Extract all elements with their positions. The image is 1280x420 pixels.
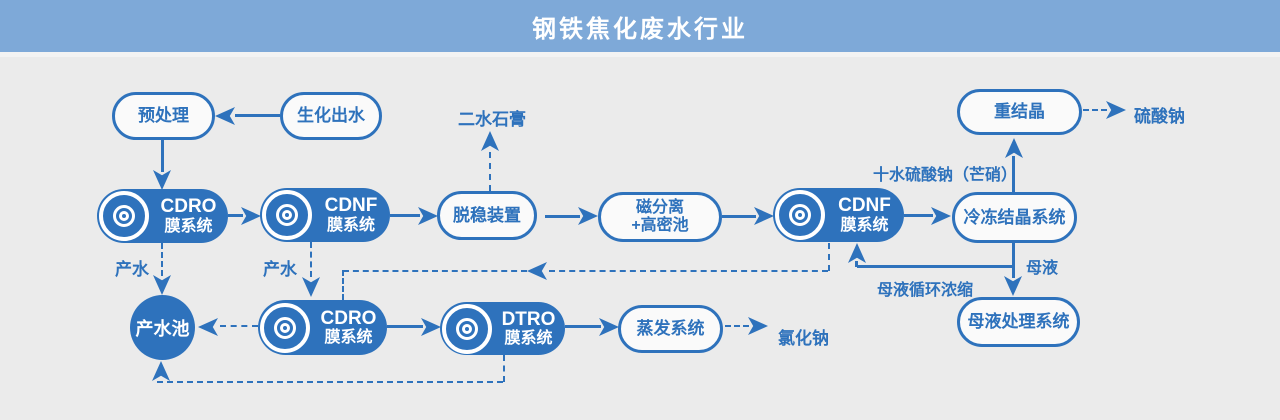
label-product-water-2: 产水	[263, 260, 297, 279]
arrowhead-right	[241, 207, 261, 225]
header-divider	[0, 52, 1280, 57]
node-cdro-2-label: CDRO 膜系统	[320, 307, 377, 347]
dashed-cdro2-to-pool	[220, 325, 258, 327]
node-recrystallization-label: 重结晶	[994, 102, 1045, 122]
membrane-disc-icon	[262, 190, 312, 240]
node-bio-effluent-label: 生化出水	[297, 106, 365, 126]
arrowhead-up	[1005, 138, 1023, 158]
node-cdnf-1-label: CDNF 膜系统	[324, 195, 378, 234]
arrowhead-right	[931, 207, 951, 225]
node-mother-liquor-system-label: 母液处理系统	[967, 312, 1070, 332]
arrowhead-down	[153, 170, 171, 190]
dashed-evaporation-to-sodium-chloride	[725, 325, 749, 327]
arrowhead-down	[302, 277, 320, 297]
arrowhead-right	[754, 207, 774, 225]
node-cdro-membrane-2: CDRO 膜系统	[258, 300, 387, 355]
arrow-cdnf1-to-destabilizer	[390, 214, 420, 217]
membrane-disc-icon	[442, 303, 492, 354]
node-product-water-pool: 产水池	[130, 295, 195, 360]
arrowhead-up	[152, 361, 170, 381]
node-evaporation: 蒸发系统	[618, 305, 723, 353]
dashed-cdnf2-return-left-1	[343, 270, 527, 272]
arrowhead-right	[599, 318, 619, 336]
node-destabilizer-label: 脱稳装置	[453, 205, 521, 225]
node-cdnf-2-label: CDNF 膜系统	[838, 195, 891, 234]
arrowhead-down	[153, 275, 171, 295]
arrowhead-up	[481, 131, 499, 151]
node-evaporation-label: 蒸发系统	[636, 319, 705, 339]
arrow-freeze-to-mother-liquor-system	[1012, 243, 1015, 278]
arrow-dtro-to-evaporation	[565, 325, 601, 328]
membrane-disc-icon	[99, 191, 149, 241]
node-freeze-crystallization-label: 冷冻结晶系统	[963, 207, 1066, 227]
node-cdnf-membrane-2: CDNF 膜系统	[773, 188, 904, 242]
arrowhead-left	[527, 262, 547, 280]
label-sodium-sulfate: 硫酸钠	[1134, 107, 1185, 126]
node-magnetic-separation-label: 磁分离 +高密池	[631, 198, 689, 234]
label-product-water-1: 产水	[115, 260, 149, 279]
node-recrystallization: 重结晶	[957, 89, 1082, 135]
dashed-cdnf2-return-drop	[828, 243, 830, 271]
arrowhead-right	[1106, 101, 1126, 119]
node-cdro-membrane-1: CDRO 膜系统	[97, 189, 228, 243]
node-bio-effluent: 生化出水	[280, 92, 382, 140]
node-dtro-label: DTRO 膜系统	[501, 308, 556, 348]
arrow-magnetic-to-cdnf2	[722, 215, 756, 218]
arrowhead-right	[421, 318, 441, 336]
node-cdro-1-label: CDRO 膜系统	[160, 196, 217, 235]
arrow-destabilizer-to-magnetic	[545, 215, 580, 218]
arrowhead-up	[848, 243, 866, 263]
label-mother-liquor-recycle: 母液循环浓缩	[877, 282, 974, 299]
dashed-cdnf2-return-into-cdro2	[342, 270, 344, 300]
node-cdnf-membrane-1: CDNF 膜系统	[260, 188, 390, 242]
arrowhead-right	[418, 207, 438, 225]
node-freeze-crystallization: 冷冻结晶系统	[952, 192, 1077, 243]
membrane-disc-icon	[260, 302, 310, 353]
arrow-bio-to-pretreatment	[235, 114, 280, 117]
label-gypsum: 二水石膏	[458, 110, 526, 129]
arrowhead-down	[1004, 276, 1022, 296]
label-mother-liquor: 母液	[1026, 260, 1059, 277]
arrow-mother-liquor-recycle-riser	[855, 261, 858, 267]
arrowhead-left	[215, 107, 235, 125]
node-dtro-membrane: DTRO 膜系统	[440, 302, 565, 355]
arrow-mother-liquor-recycle-branch	[857, 265, 1014, 268]
arrow-cdro2-to-dtro	[387, 325, 423, 328]
arrowhead-left	[198, 318, 218, 336]
label-sodium-chloride: 氯化钠	[778, 329, 829, 348]
dashed-cdnf2-return-left-2	[549, 270, 828, 272]
label-glauber-salt: 十水硫酸钠（芒硝）	[873, 167, 1018, 184]
arrow-cdnf2-to-freeze	[904, 214, 933, 217]
node-pretreatment: 预处理	[112, 92, 215, 140]
dashed-recrystallization-to-sodium-sulfate	[1083, 109, 1107, 111]
arrow-freeze-to-recrystallization	[1012, 156, 1015, 192]
dashed-dtro-return-drop	[503, 355, 505, 382]
node-magnetic-separation: 磁分离 +高密池	[598, 192, 722, 242]
arrow-pretreatment-to-cdro1	[161, 140, 164, 172]
header-bar: 钢铁焦化废水行业	[0, 0, 1280, 52]
node-destabilizer: 脱稳装置	[437, 191, 537, 240]
dashed-cdro1-to-pool	[161, 243, 163, 276]
node-product-water-pool-label: 产水池	[135, 318, 190, 339]
membrane-disc-icon	[775, 190, 825, 240]
page-title: 钢铁焦化废水行业	[532, 15, 748, 43]
arrowhead-right	[578, 207, 598, 225]
dashed-cdnf1-to-cdro2	[310, 242, 312, 277]
arrow-cdro1-to-cdnf1	[228, 214, 243, 217]
dashed-destabilizer-to-gypsum	[489, 152, 491, 191]
node-pretreatment-label: 预处理	[138, 106, 189, 126]
arrowhead-right	[748, 317, 768, 335]
dashed-dtro-return-left	[157, 381, 503, 383]
node-mother-liquor-system: 母液处理系统	[957, 297, 1080, 347]
